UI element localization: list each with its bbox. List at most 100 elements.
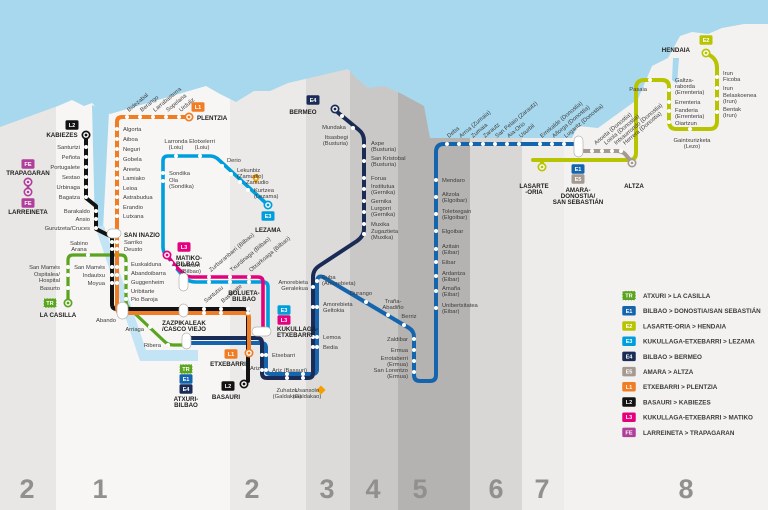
- svg-text:E3: E3: [281, 308, 288, 314]
- line-badge-tr: TR: [43, 297, 57, 309]
- station-label: Abando: [96, 318, 116, 324]
- station-dot: [247, 280, 251, 284]
- station-dot: [264, 368, 268, 372]
- station-dot: [315, 279, 319, 283]
- station-label: Lamiako: [123, 176, 145, 182]
- legend-item-label: BILBAO > DONOSTIA/SAN SEBASTIÁN: [643, 306, 761, 315]
- station-label: Euba(Amorebieta): [322, 275, 356, 287]
- station-dot: [264, 353, 268, 357]
- station-dot: [151, 115, 155, 119]
- zone-number: 5: [412, 474, 427, 504]
- station-dot: [238, 180, 242, 184]
- station-label-major: LASARTE-ORIA: [519, 183, 548, 196]
- station-dot: [84, 155, 88, 159]
- station-dot: [311, 285, 315, 289]
- zone-number: 3: [319, 474, 334, 504]
- station-label: Errotaberri(Ermua): [381, 356, 408, 368]
- terminus-fe: [23, 177, 33, 187]
- station-dot: [246, 188, 250, 192]
- terminus-l3: [162, 250, 172, 260]
- legend-item-label: BASAURI > KABIEZES: [643, 399, 711, 406]
- station-dot: [412, 348, 416, 352]
- station-label: Muxika: [371, 222, 390, 228]
- station-label: Indautxu: [83, 273, 105, 279]
- station-dot: [648, 78, 652, 82]
- station-dot: [667, 100, 671, 104]
- station-dot: [246, 307, 250, 311]
- svg-text:L2: L2: [626, 400, 633, 406]
- station-dot: [364, 300, 368, 304]
- line-badge-tr: TR: [621, 290, 637, 301]
- line-badge-fe: FE: [21, 198, 35, 208]
- station-dot: [124, 297, 128, 301]
- svg-text:TR: TR: [182, 367, 189, 373]
- station-label: Uribarri(Bilbao): [181, 263, 201, 275]
- station-label: Mundaka: [322, 125, 347, 131]
- zone-number: 6: [488, 474, 503, 504]
- station-dot: [115, 273, 119, 277]
- station-dot: [115, 176, 119, 180]
- svg-text:E1: E1: [626, 309, 633, 315]
- station-dot: [301, 372, 305, 376]
- station-dot: [161, 179, 165, 183]
- station-label: Usansolo(Galdakao): [293, 388, 322, 400]
- station-label: Ribera: [144, 343, 162, 349]
- station-dot: [434, 229, 438, 233]
- terminus-e5: [627, 158, 637, 168]
- station-dot: [285, 376, 289, 380]
- station-dot: [115, 127, 119, 131]
- station-dot: [172, 266, 176, 270]
- station-label: Barakaldo: [64, 209, 90, 215]
- station-dot: [412, 337, 416, 341]
- station-dot: [198, 154, 202, 158]
- station-dot: [94, 209, 98, 213]
- svg-text:E2: E2: [626, 324, 633, 330]
- sea: [0, 0, 768, 138]
- station-label: Fanderia(Errenteria): [675, 108, 704, 120]
- line-badge-l3: L3: [622, 412, 636, 422]
- line-badge-e4: E4: [179, 384, 193, 394]
- station-label: Lutxana: [123, 214, 144, 220]
- station-label: Santurtzi: [57, 145, 80, 151]
- station-dot: [115, 247, 119, 251]
- svg-text:E4: E4: [626, 354, 634, 360]
- station-label-major: MATIKO-BILBAO: [176, 255, 202, 268]
- station-dot: [115, 137, 119, 141]
- station-label: Institutua(Gernika): [371, 184, 395, 196]
- line-e4: [184, 109, 366, 380]
- line-badge-fe: FE: [622, 427, 636, 438]
- svg-text:L3: L3: [181, 245, 188, 251]
- station-label: Abandoibarra: [131, 271, 167, 277]
- station-label-major: ATXURI-BILBAO: [174, 396, 199, 409]
- station-label: Etxebarri: [272, 353, 295, 359]
- station-label: Mendaro: [442, 178, 465, 184]
- station-dot: [619, 149, 623, 153]
- station-dot: [110, 273, 114, 277]
- station-label-major: AMARA-DONOSTIA/SAN SEBASTIÁN: [553, 187, 604, 206]
- station-label: Uribitarte: [131, 289, 155, 295]
- station-dot: [362, 176, 366, 180]
- svg-text:E3: E3: [626, 339, 633, 345]
- legend-item-label: ATXURI > LA CASILLA: [643, 293, 711, 300]
- station-dot: [311, 335, 315, 339]
- station-dot: [86, 253, 90, 257]
- station-dot: [715, 86, 719, 90]
- station-label: Ospitalea/Hospital: [34, 272, 60, 284]
- station-dot: [84, 165, 88, 169]
- station-label: Zaldibar: [387, 337, 408, 343]
- legend-item-label: ETXEBARRI > PLENTZIA: [643, 384, 718, 391]
- line-badge-l1: L1: [191, 102, 205, 112]
- svg-text:L3: L3: [281, 318, 288, 324]
- station-dot: [517, 142, 521, 146]
- line-badge-l3: L3: [277, 315, 291, 325]
- station-dot: [164, 115, 168, 119]
- svg-text:TR: TR: [46, 301, 53, 307]
- station-dot: [124, 280, 128, 284]
- terminus-l1: [184, 112, 194, 122]
- station-dot: [177, 115, 181, 119]
- line-badge-tr: TR: [179, 363, 193, 375]
- svg-text:E5: E5: [626, 370, 633, 376]
